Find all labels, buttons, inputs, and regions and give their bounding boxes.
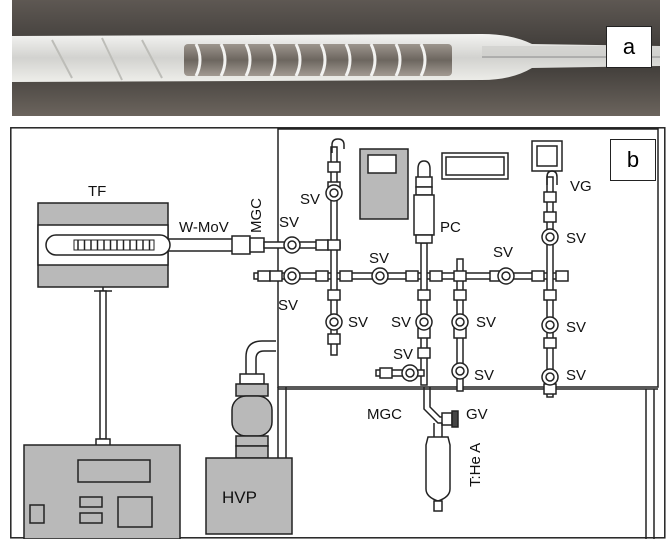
panel-b-label: b [610, 139, 656, 181]
label-wmov: W-MoV [179, 219, 229, 236]
pipe-fitting [316, 240, 328, 250]
pipe-fitting [328, 290, 340, 300]
tube-furnace [38, 203, 264, 287]
label-pc: PC [440, 219, 461, 236]
pipe-fitting [556, 271, 568, 281]
shut-valve-core [456, 367, 464, 375]
label-sv: SV [348, 314, 368, 331]
pipe-fitting [380, 368, 392, 378]
shut-valve-core [330, 189, 338, 197]
shut-valve-core [502, 272, 510, 280]
pipe-fitting [544, 338, 556, 348]
label-sv: SV [493, 244, 513, 261]
pipe-fitting [258, 271, 270, 281]
shut-valve-core [546, 233, 554, 241]
pipe-fitting [430, 271, 442, 281]
label-sv: SV [369, 250, 389, 267]
pipe-fitting [454, 271, 466, 281]
panel-a-label: a [606, 26, 652, 68]
photo-panel-a: a [12, 0, 660, 116]
label-gv: GV [466, 406, 488, 423]
shut-valve-core [406, 369, 414, 377]
shut-valve-core [376, 272, 384, 280]
pipe-fitting [544, 212, 556, 222]
pipe-fitting [406, 271, 418, 281]
pipe-segment [547, 177, 553, 397]
label-sv: SV [566, 230, 586, 247]
pipe-fitting [270, 271, 282, 281]
pipe-fitting [328, 240, 340, 250]
label-sv: SV [474, 367, 494, 384]
pipe-fitting [340, 271, 352, 281]
vacuum-system-diagram: TF W-MoV MGC PC VG MGC GV HVP T:He A SVS… [10, 127, 666, 539]
label-vg: VG [570, 178, 592, 195]
shut-valve-core [288, 272, 296, 280]
label-hvp: HVP [222, 488, 257, 507]
furnace-stand [94, 287, 112, 447]
label-sv: SV [393, 346, 413, 363]
label-sv: SV [278, 297, 298, 314]
shut-valve-core [288, 241, 296, 249]
shut-valve-core [420, 318, 428, 326]
pipe-fitting [328, 334, 340, 344]
label-sv: SV [300, 191, 320, 208]
pipe-fitting [544, 192, 556, 202]
label-sv: SV [566, 367, 586, 384]
pipe-fitting [328, 162, 340, 172]
pipe-fitting [532, 271, 544, 281]
shut-valve-core [546, 321, 554, 329]
tube-photo [12, 0, 660, 116]
pressure-gauge [414, 161, 434, 243]
shut-valve-core [546, 373, 554, 381]
label-tf: TF [88, 183, 106, 200]
label-sv: SV [566, 319, 586, 336]
shut-valve-core [456, 318, 464, 326]
label-sv: SV [391, 314, 411, 331]
shut-valve-core [330, 318, 338, 326]
label-mgc-top: MGC [248, 198, 265, 233]
pipe-fitting [418, 348, 430, 358]
pipe-fitting [544, 290, 556, 300]
furnace-controller [24, 445, 180, 539]
label-sv: SV [279, 214, 299, 231]
pipe-fitting [316, 271, 328, 281]
helium-tank [424, 387, 458, 511]
label-tank: T:He A [467, 443, 484, 487]
pipe-fitting [454, 290, 466, 300]
label-sv: SV [476, 314, 496, 331]
label-mgc-bottom: MGC [367, 406, 402, 423]
pipe-fitting [418, 290, 430, 300]
